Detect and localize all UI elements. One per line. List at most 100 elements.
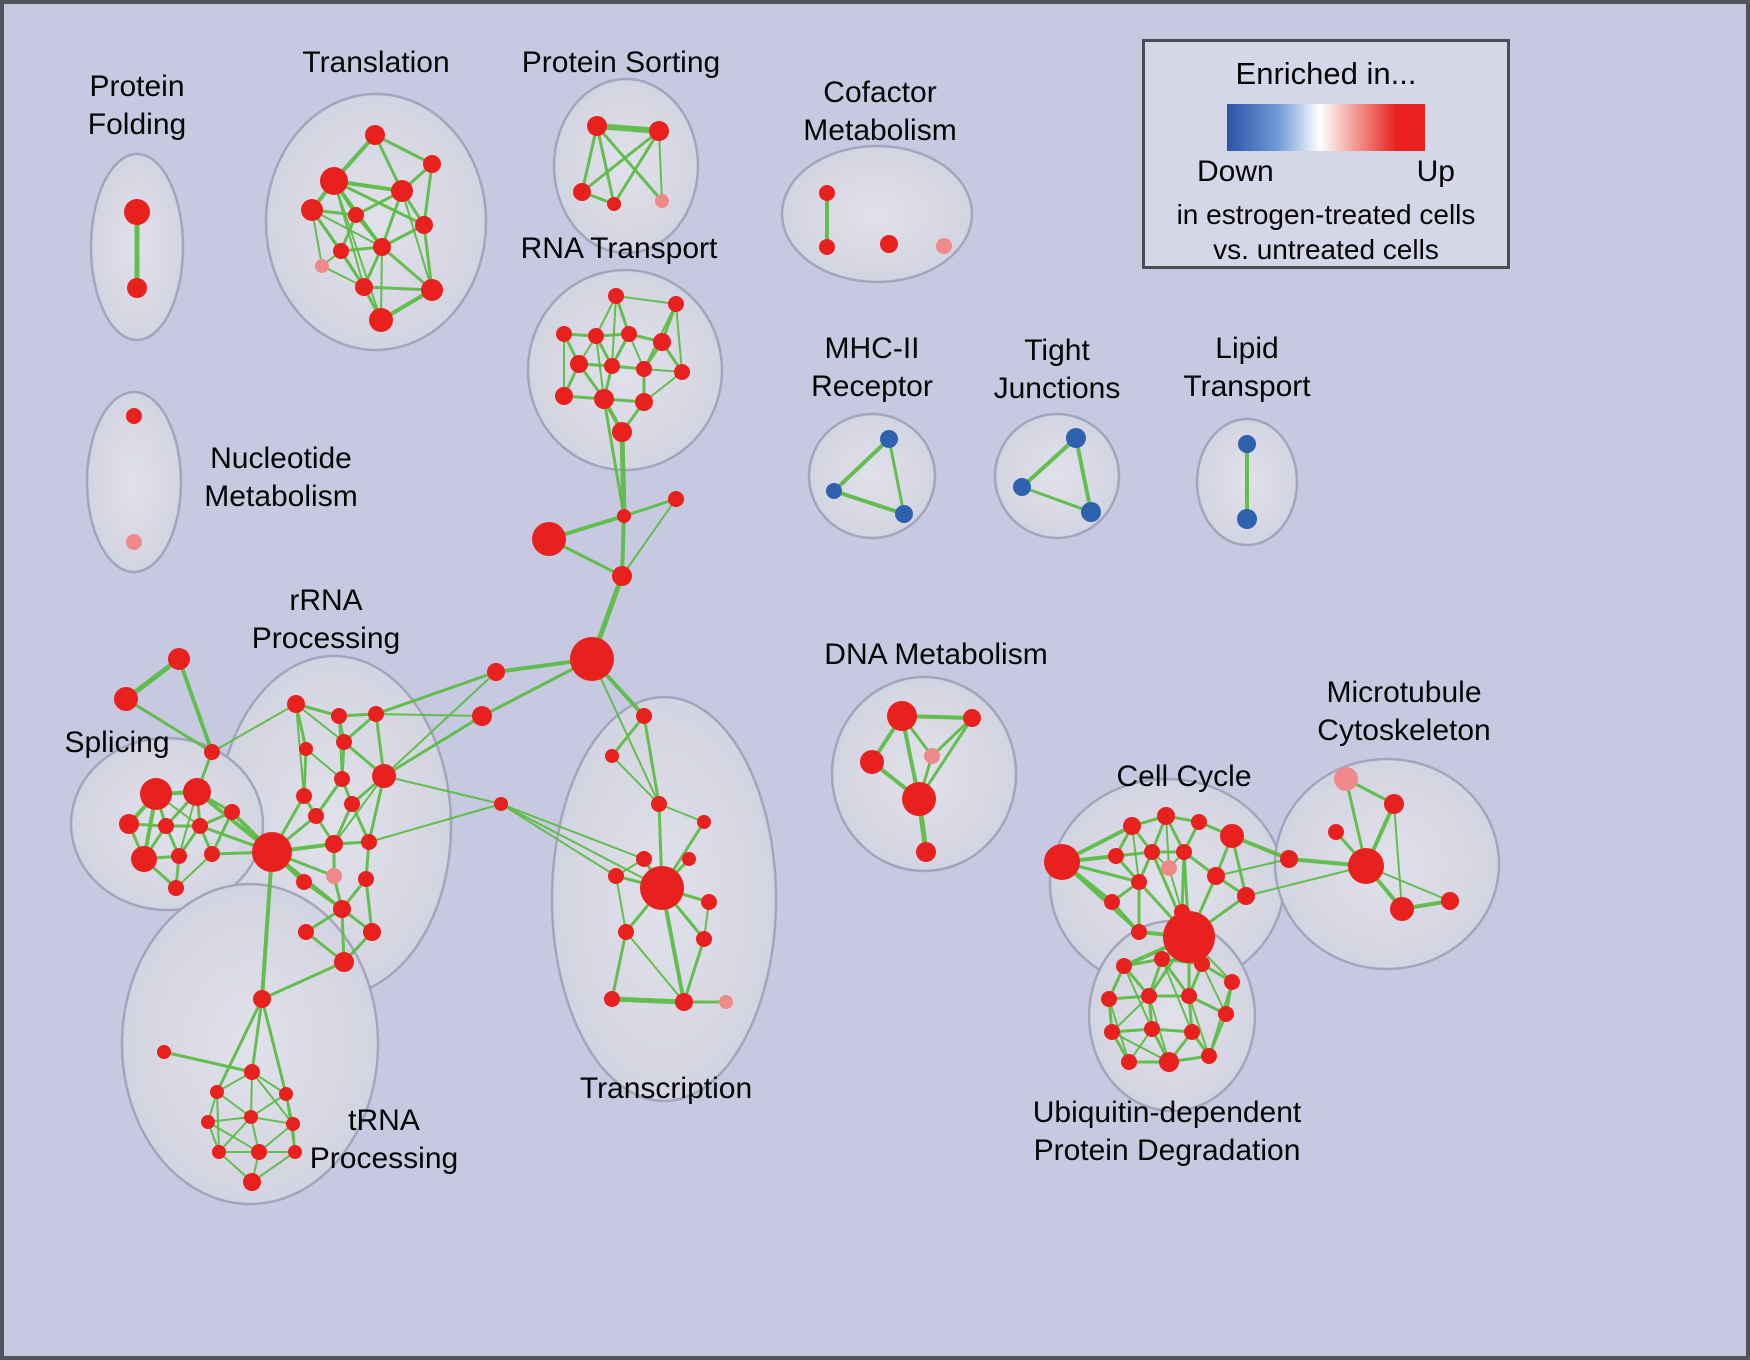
edge-tc12-tc13 (609, 996, 687, 1005)
cluster-ellipse-nucleotide-metabolism (85, 390, 183, 574)
node-rp16 (333, 900, 351, 918)
node-cc3 (1157, 807, 1175, 825)
node-ub8 (1218, 1006, 1234, 1022)
edge-rt4-rt12 (595, 335, 605, 400)
edge-ps1-ps3 (580, 124, 599, 194)
node-ot1 (168, 648, 190, 670)
node-nm1 (126, 408, 142, 424)
node-cc13 (1237, 887, 1255, 905)
node-cc8 (1176, 844, 1192, 860)
node-rt2 (668, 296, 684, 312)
node-tr13 (369, 308, 393, 332)
node-mt4 (1280, 850, 1298, 868)
legend-down-label: Down (1197, 155, 1274, 188)
node-rp6 (372, 764, 396, 788)
node-ps3 (573, 183, 591, 201)
node-tc14 (719, 995, 733, 1009)
edge-sp5-tc3 (591, 658, 660, 805)
node-ps2 (649, 121, 669, 141)
node-pf1 (124, 199, 150, 225)
edge-ps1-ps2 (594, 123, 662, 134)
edge-rphub-tn1 (260, 850, 274, 1001)
nodes (114, 116, 1459, 1191)
node-tc3 (651, 796, 667, 812)
node-cc16 (1131, 924, 1147, 940)
edge-tc3-tc4 (658, 803, 705, 823)
node-sp2 (668, 491, 684, 507)
edge-tn3-tn8 (251, 1071, 294, 1125)
node-cc9 (1161, 860, 1177, 876)
node-rt5 (621, 326, 637, 342)
node-mt2 (1384, 794, 1404, 814)
cluster-ellipse-cofactor-metabolism (780, 144, 974, 284)
edge-cc13-mt5 (1245, 865, 1367, 897)
node-ps5 (655, 194, 669, 208)
node-tc8 (608, 868, 624, 884)
node-tn5 (279, 1087, 293, 1101)
node-ub12 (1121, 1054, 1137, 1070)
node-ub10 (1144, 1021, 1160, 1037)
edge-tc10-tc13 (625, 931, 685, 1003)
cluster-ellipse-mhc-ii-receptor (807, 412, 937, 540)
edge-tc10-tc12 (610, 930, 628, 1001)
node-ub13 (1159, 1052, 1179, 1072)
node-sl10 (168, 880, 184, 896)
node-tc5 (636, 851, 652, 867)
node-cc15 (1163, 911, 1215, 963)
node-mh2 (826, 483, 842, 499)
node-rt1 (608, 288, 624, 304)
node-cc12 (1104, 894, 1120, 910)
edge-rp19-tn1 (260, 960, 346, 1001)
node-ub3 (1194, 956, 1210, 972)
node-tr8 (373, 238, 391, 256)
node-tn8 (286, 1117, 300, 1131)
node-rp12 (361, 834, 377, 850)
cluster-ellipse-trna-processing (120, 882, 380, 1206)
node-cc5 (1220, 824, 1244, 848)
edge-rp12-c3 (368, 803, 502, 843)
node-cc6 (1108, 848, 1124, 864)
node-tn2 (157, 1045, 171, 1059)
node-ot2 (114, 687, 138, 711)
node-ub1 (1116, 958, 1132, 974)
node-tr6 (423, 155, 441, 173)
node-rp13 (326, 868, 342, 884)
node-dm3 (860, 750, 884, 774)
edge-rt14-sp1 (619, 429, 627, 519)
edge-sp1-sp2 (622, 497, 678, 518)
node-sp4 (612, 566, 632, 586)
node-rp7 (334, 771, 350, 787)
node-ub9 (1104, 1024, 1120, 1040)
edge-cc11-mt4 (1215, 858, 1290, 877)
node-tn3 (244, 1064, 260, 1080)
node-ps1 (587, 116, 607, 136)
edge-ub6-ub9 (1111, 995, 1150, 1033)
node-lt2 (1237, 509, 1257, 529)
edge-tn1-tn4 (215, 997, 264, 1094)
node-sl8 (171, 848, 187, 864)
edge-rt1-rt2 (615, 295, 677, 305)
edge-ot2-ot3 (124, 697, 214, 754)
node-rt14 (612, 422, 632, 442)
edge-mh2-mh3 (832, 489, 906, 516)
edge-rp6-rp11 (333, 775, 385, 845)
edge-tn7-tn9 (218, 1116, 252, 1153)
cluster-ellipse-microtubule-cytoskeleton (1273, 757, 1501, 971)
edge-tn4-tn7 (216, 1091, 252, 1118)
node-tn9 (212, 1145, 226, 1159)
edge-ps1-ps4 (595, 124, 616, 206)
node-mt1 (1334, 767, 1358, 791)
edge-tc1-tc3 (642, 714, 661, 806)
node-sl6 (224, 804, 240, 820)
node-nm2 (126, 534, 142, 550)
node-rp19 (334, 952, 354, 972)
legend-line2: vs. untreated cells (1213, 234, 1439, 265)
edge-ps2-ps3 (580, 129, 661, 194)
node-rt8 (604, 358, 620, 374)
node-rt10 (674, 364, 690, 380)
node-tn1 (253, 990, 271, 1008)
edge-tr6-tr7 (422, 162, 434, 227)
edge-ps2-ps4 (612, 129, 661, 206)
edge-sl9-sl10 (175, 853, 213, 889)
node-tr11 (355, 278, 373, 296)
